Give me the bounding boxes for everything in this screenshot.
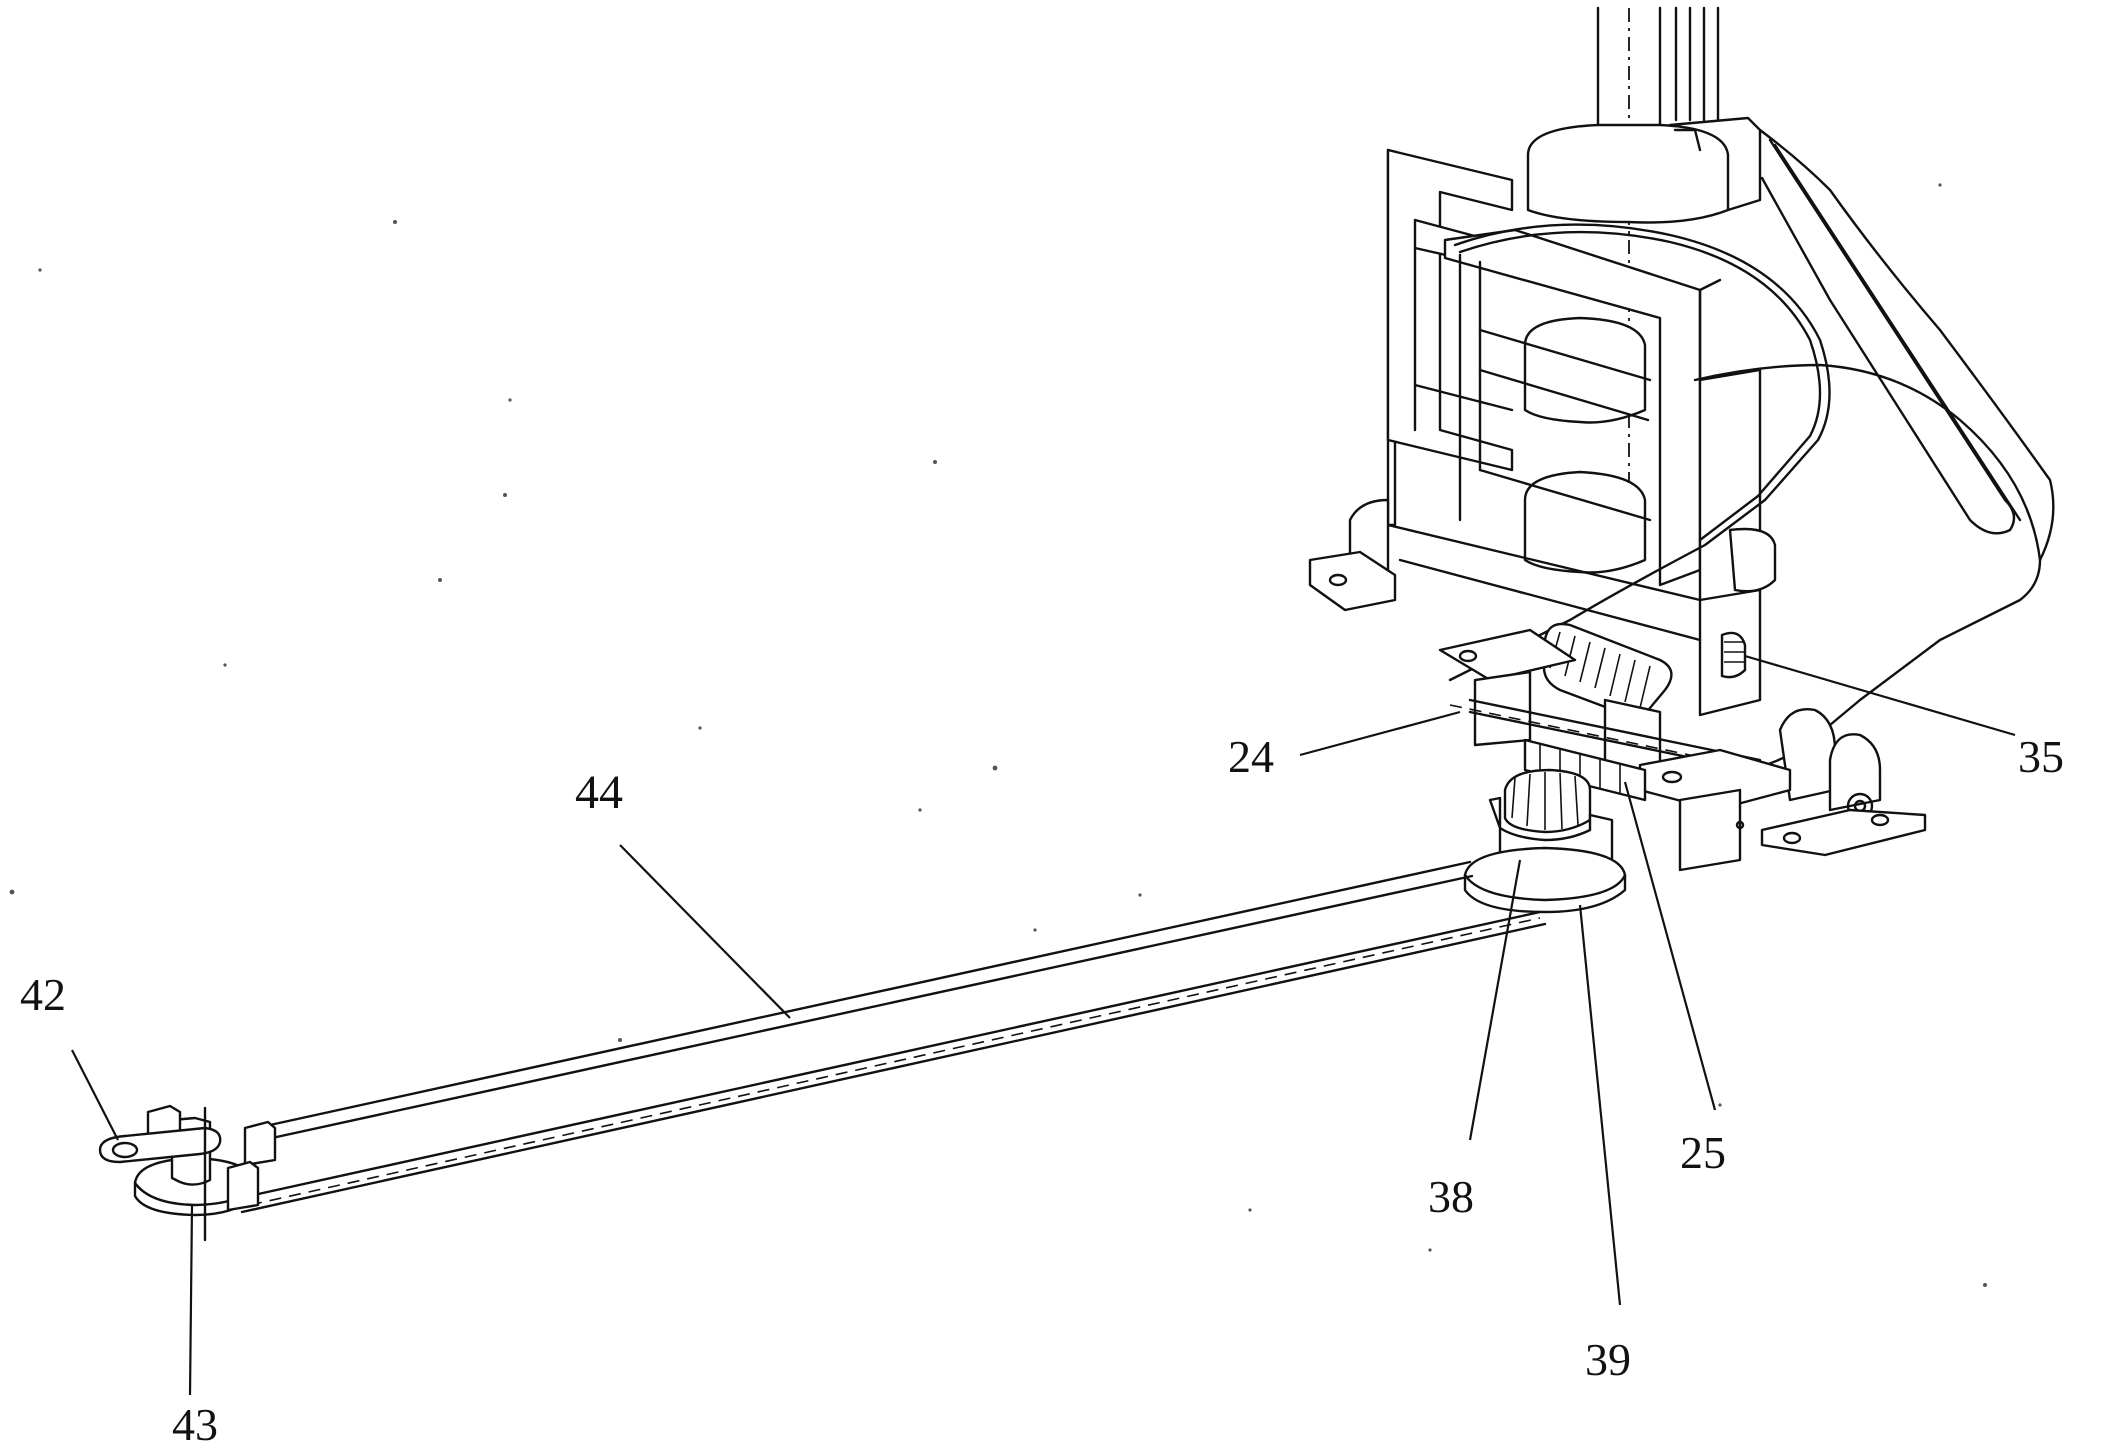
scan-specks <box>9 183 1987 1287</box>
label-44: 44 <box>575 766 623 819</box>
main-frame <box>1308 148 1777 717</box>
label-42: 42 <box>20 969 66 1020</box>
reference-labels: 44 24 25 35 38 39 42 43 <box>20 731 2064 1450</box>
label-38: 38 <box>1428 1171 1474 1222</box>
label-25: 25 <box>1680 1127 1726 1178</box>
label-43: 43 <box>172 1399 218 1449</box>
leader-lines <box>71 654 2016 1396</box>
vertical-column <box>1526 6 1762 560</box>
label-39: 39 <box>1585 1334 1631 1385</box>
drive-mechanism <box>1438 622 1927 914</box>
label-35: 35 <box>2018 731 2064 782</box>
label-24: 24 <box>1228 731 1274 782</box>
end-pulley <box>98 1104 277 1242</box>
belt-arm <box>238 860 1547 1214</box>
